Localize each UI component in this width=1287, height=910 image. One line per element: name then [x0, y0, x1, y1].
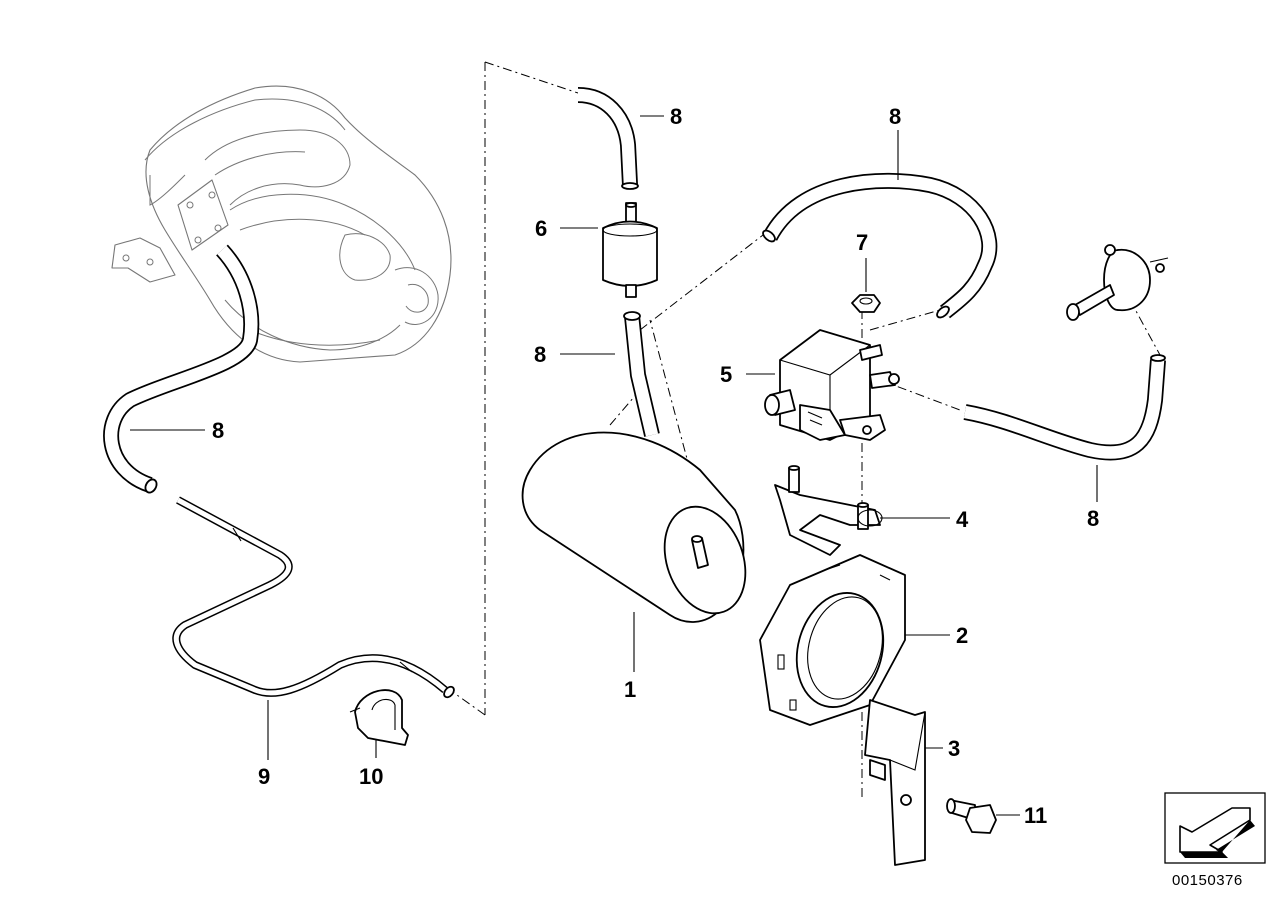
hose-part-8-arc [762, 172, 998, 319]
leader-lines [130, 115, 1098, 816]
filter-part-6 [602, 202, 658, 298]
screw-part-11 [946, 798, 997, 834]
callout-7: 7 [856, 230, 868, 255]
hose-line-part-9 [103, 244, 455, 699]
canister-part-1 [521, 431, 747, 623]
actuator-diaphragm [1066, 244, 1169, 321]
callout-8-top-right: 8 [889, 104, 901, 129]
callout-6: 6 [535, 216, 547, 241]
callout-2: 2 [956, 623, 968, 648]
valve-part-5 [764, 329, 900, 441]
callout-10: 10 [359, 764, 383, 789]
hose-part-8-top [577, 87, 639, 190]
hose-part-8-right [963, 354, 1166, 461]
document-id: 00150376 [1172, 872, 1243, 889]
callout-11: 11 [1024, 803, 1047, 828]
arrow-down-left-icon [1179, 807, 1255, 858]
callout-1: 1 [624, 677, 636, 702]
callout-8-left: 8 [212, 418, 224, 443]
clip-part-10 [349, 689, 409, 746]
callout-3: 3 [948, 736, 960, 761]
mounting-ring-part-2 [759, 554, 906, 726]
hose-part-8-vertical [623, 311, 660, 437]
callout-labels: 1 2 3 4 5 6 7 8 8 8 8 8 9 10 11 [212, 104, 1099, 828]
callout-9: 9 [258, 764, 270, 789]
bracket-part-4 [774, 465, 883, 556]
callout-8-top-center: 8 [670, 104, 682, 129]
callout-8-right-low: 8 [1087, 506, 1099, 531]
engine-intake-manifold [111, 85, 452, 363]
callout-4: 4 [956, 507, 969, 532]
callout-8-mid-center: 8 [534, 342, 546, 367]
nut-part-7 [851, 294, 881, 313]
clip-plate-part-3 [864, 699, 926, 866]
callout-5: 5 [720, 362, 732, 387]
direction-box [1164, 792, 1266, 864]
